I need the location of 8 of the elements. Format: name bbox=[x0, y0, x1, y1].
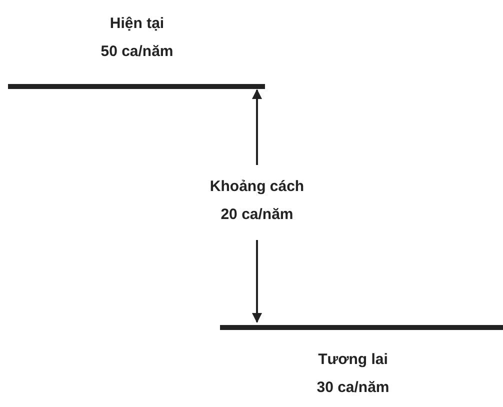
gap-label: Khoảng cách bbox=[210, 177, 304, 197]
level-label: 30 ca/năm bbox=[316, 378, 390, 398]
level-bar bbox=[8, 84, 265, 89]
level-bar bbox=[220, 325, 503, 330]
level-label: Hiện tại bbox=[110, 14, 164, 34]
gap-label: 20 ca/năm bbox=[220, 205, 294, 225]
level-label: 50 ca/năm bbox=[100, 42, 174, 62]
level-label: Tương lai bbox=[318, 350, 388, 370]
